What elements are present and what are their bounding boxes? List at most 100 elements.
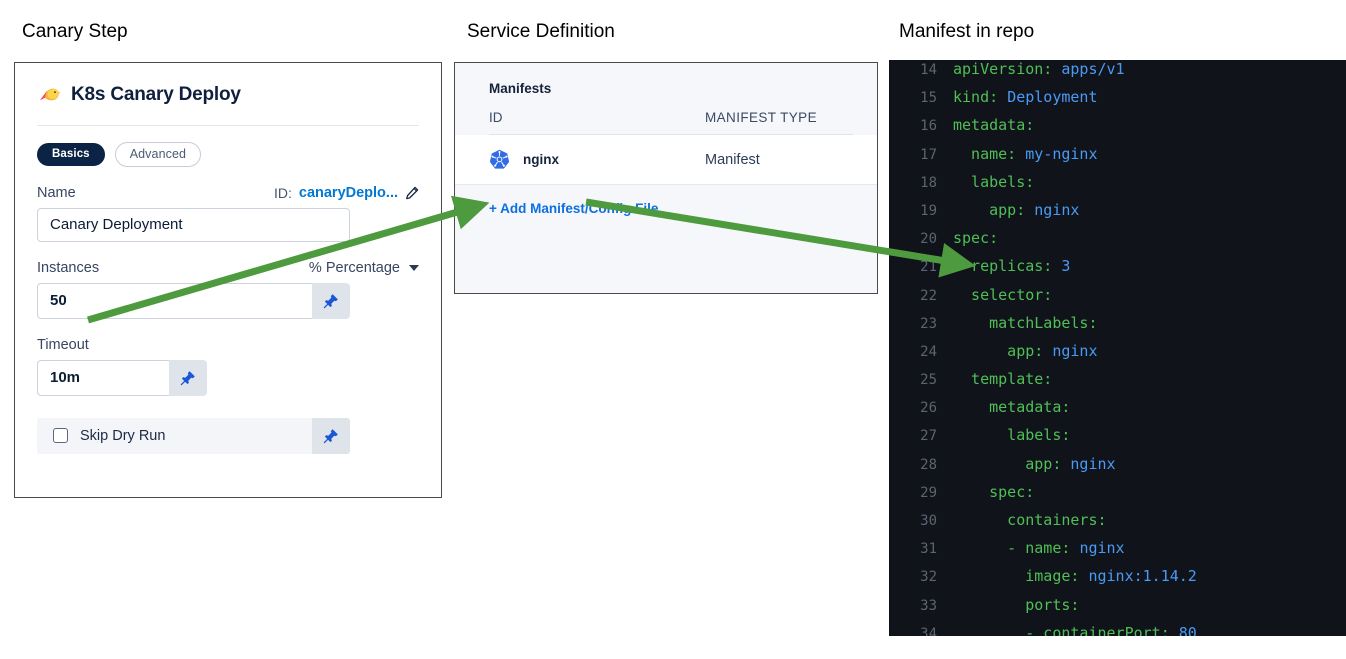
code-line-text: name: my-nginx (953, 144, 1098, 163)
code-line-number: 31 (920, 541, 937, 558)
code-line-number: 30 (920, 513, 937, 529)
code-line-text: metadata: (953, 398, 1071, 417)
code-line-number: 21 (920, 259, 937, 276)
code-line: 18 labels: (889, 173, 1346, 201)
code-line: 24 app: nginx (889, 342, 1346, 370)
timeout-input-group: 10m (37, 359, 419, 396)
code-line-number: 33 (920, 597, 937, 614)
manifests-section-title: Manifests (489, 81, 552, 96)
skip-dry-run-toggle[interactable]: Skip Dry Run (37, 417, 312, 454)
skip-dry-run-checkbox[interactable] (53, 428, 68, 443)
canary-card-body: Basics Advanced Name ID: canaryDeplo... … (15, 126, 441, 454)
code-line-number: 14 (920, 62, 937, 78)
instances-unit-select[interactable]: % Percentage (309, 260, 419, 276)
code-line-number: 25 (920, 372, 937, 389)
step-id-group: ID: canaryDeplo... (274, 185, 419, 201)
caption-manifest-in-repo: Manifest in repo (899, 21, 1035, 42)
code-line-text: image: nginx:1.14.2 (953, 567, 1197, 586)
instances-field-header: Instances % Percentage (37, 260, 419, 276)
code-line-number: 28 (920, 456, 937, 473)
timeout-pin-button[interactable] (169, 359, 207, 396)
code-line-text: template: (953, 370, 1053, 389)
manifests-section: Manifests ID MANIFEST TYPE (455, 63, 877, 216)
chevron-down-icon (409, 264, 419, 271)
instances-pin-button[interactable] (312, 282, 350, 319)
code-line-number: 20 (920, 231, 937, 248)
canary-card-title: K8s Canary Deploy (71, 84, 241, 105)
code-line: 32 image: nginx:1.14.2 (889, 567, 1346, 595)
code-line: 16 metadata: (889, 116, 1346, 144)
code-line-number: 19 (920, 202, 937, 219)
code-line: 17 name: my-nginx (889, 145, 1346, 173)
code-line: 19 app: nginx (889, 201, 1346, 229)
name-input[interactable]: Canary Deployment (37, 207, 350, 242)
canary-tabs: Basics Advanced (37, 142, 419, 167)
code-line-text: labels: (953, 172, 1035, 191)
instances-input[interactable]: 50 (37, 282, 312, 319)
code-line-number: 16 (920, 118, 937, 135)
code-line: 20 spec: (889, 229, 1346, 257)
code-line-text: app: nginx (953, 341, 1098, 360)
caption-canary-step: Canary Step (22, 21, 128, 42)
instances-unit-label: % Percentage (308, 259, 400, 276)
step-id-prefix: ID: (273, 184, 292, 201)
manifest-row-type: Manifest (705, 151, 760, 168)
code-line: 31 - name: nginx (889, 539, 1346, 567)
code-line: 22 selector: (889, 286, 1346, 314)
name-field-header: Name ID: canaryDeplo... (37, 185, 419, 201)
code-line-text: - containerPort: 80 (953, 623, 1197, 636)
code-line-text: labels: (953, 426, 1071, 445)
code-line-text: - name: nginx (953, 539, 1125, 558)
service-definition-card: Manifests ID MANIFEST TYPE (454, 62, 878, 294)
code-line-text: matchLabels: (953, 313, 1098, 332)
code-line-text: metadata: (953, 116, 1035, 135)
manifests-table-header: ID MANIFEST TYPE (489, 110, 853, 135)
code-line-text: apiVersion: apps/v1 (953, 60, 1125, 78)
manifest-row-id-cell: nginx (489, 149, 705, 170)
code-line-text: app: nginx (953, 200, 1080, 219)
pencil-icon[interactable] (405, 186, 419, 200)
code-line-number: 32 (920, 569, 937, 586)
canary-card-header: K8s Canary Deploy (15, 63, 441, 107)
code-line: 28 app: nginx (889, 455, 1346, 483)
canary-step-card: K8s Canary Deploy Basics Advanced Name I… (14, 62, 442, 498)
code-line-text: kind: Deployment (953, 88, 1098, 107)
skip-dry-run-label: Skip Dry Run (80, 427, 166, 444)
canary-bird-icon (37, 83, 61, 107)
code-line-number: 29 (920, 484, 937, 501)
tab-advanced[interactable]: Advanced (114, 142, 202, 167)
code-line-number: 24 (920, 343, 937, 360)
code-line-text: spec: (953, 229, 999, 248)
code-line-number: 23 (920, 315, 937, 332)
manifest-row-id: nginx (523, 152, 559, 167)
tab-basics[interactable]: Basics (37, 142, 105, 166)
add-manifest-config-file-link[interactable]: + Add Manifest/Config File (489, 201, 659, 216)
code-line-text: spec: (953, 482, 1035, 501)
code-line-number: 26 (920, 400, 937, 417)
instances-input-group: 50 (37, 282, 419, 319)
code-line-text: containers: (953, 511, 1107, 529)
code-line-number: 27 (920, 428, 937, 445)
code-line: 15 kind: Deployment (889, 88, 1346, 116)
code-line: 23 matchLabels: (889, 314, 1346, 342)
code-line: 14 apiVersion: apps/v1 (889, 60, 1346, 88)
timeout-input[interactable]: 10m (37, 359, 169, 396)
instances-field-label: Instances (37, 259, 100, 276)
skip-dry-run-row: Skip Dry Run (37, 417, 350, 454)
code-line-number: 17 (920, 146, 937, 163)
code-line: 26 metadata: (889, 398, 1346, 426)
code-line-text: ports: (953, 595, 1080, 614)
table-row[interactable]: nginx Manifest (455, 135, 877, 185)
code-line-number: 15 (920, 90, 937, 107)
step-id-value[interactable]: canaryDeplo... (298, 184, 398, 201)
timeout-field-label: Timeout (37, 336, 89, 353)
skip-dry-run-pin-button[interactable] (312, 417, 350, 454)
column-header-manifest-type: MANIFEST TYPE (705, 110, 817, 125)
column-header-id: ID (489, 110, 503, 125)
timeout-field-header: Timeout (37, 337, 419, 353)
name-field-label: Name (37, 184, 76, 201)
kubernetes-icon (489, 149, 510, 170)
caption-service-definition: Service Definition (467, 21, 615, 42)
code-line-number: 34 (920, 625, 937, 636)
